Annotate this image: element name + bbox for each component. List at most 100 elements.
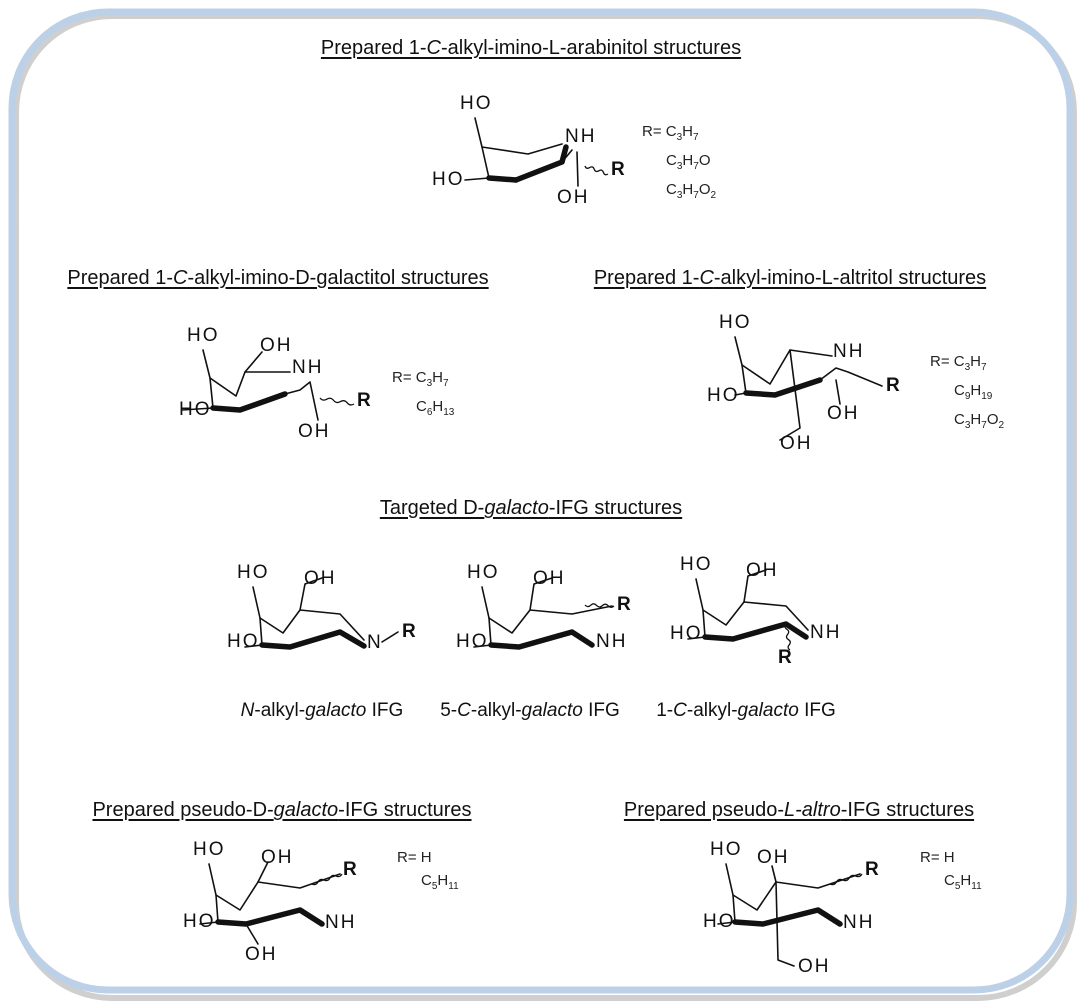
atom-ho-c5-top: HO [467,562,500,583]
atom-ho-galactitol-top: HO [187,325,220,346]
bond-alt-1 [734,336,833,385]
bond-pa-4 [732,907,843,927]
atom-oh-pa-bottom: OH [798,956,831,977]
substituent-formula: R= C3H7 [392,369,449,389]
bond-c5-1 [481,586,613,634]
wavy-c1 [784,623,791,651]
bond-arab-5 [513,144,569,183]
bond-arab-3 [576,151,579,187]
atom-ho-c1-left: HO [670,623,703,644]
caption-c5-alkyl: 5-C-alkyl-galacto IFG [440,700,620,721]
substituent-formula: C9H19 [954,382,993,402]
substituents-pseudo-galacto: R= H C5H11 [397,846,459,898]
bond-alt-4 [779,349,801,441]
atom-nh-altritol: NH [833,341,865,362]
bond-pa-5 [775,881,795,967]
substituent-formula: C6H13 [416,398,455,418]
substituent-formula: C3H7O [666,152,711,172]
atom-ho-altritol-left: HO [707,385,740,406]
atom-oh-galactitol-top: OH [260,335,293,356]
atom-nh-arabinitol: NH [565,126,597,147]
panel-border [8,8,1074,994]
heading-arabinitol: Prepared 1-C-alkyl-imino-L-arabinitol st… [320,37,742,59]
heading-altritol: Prepared 1-C-alkyl-imino-L-altritol stru… [593,267,987,289]
bond-c5-4 [488,629,595,650]
atom-r-altritol: R [886,375,900,396]
substituent-formula: R= H [920,849,955,866]
substituent-formula: C5H11 [944,872,982,892]
bond-arab-1 [474,117,563,155]
atom-r-arabinitol: R [611,159,625,180]
bond-nalk-4 [259,629,367,650]
bond-alt-3 [743,377,823,398]
heading-pseudo-galacto: Prepared pseudo-D-galacto-IFG structures [92,799,472,821]
bond-nalk-2 [299,577,323,611]
atom-oh-pa: OH [757,847,790,868]
bond-c1-2 [743,569,767,603]
atom-ho-pa-left: HO [703,911,736,932]
atom-ho-altritol-top: HO [719,312,752,333]
atom-r-c1: R [778,647,792,668]
atom-oh-c5: OH [533,568,566,589]
atom-r-nalkyl: R [402,621,416,642]
molecule-drawings [181,117,883,967]
atom-ho-nalkyl-left: HO [227,631,260,652]
atom-nh-galactitol: NH [292,357,324,378]
bond-arab-4 [486,175,519,183]
atom-ho-pg-left: HO [183,911,216,932]
atom-ho-pa-top: HO [710,839,743,860]
atom-nh-c1: NH [810,622,842,643]
atom-ho-c1-top: HO [680,554,713,575]
bond-pg-4 [215,907,325,927]
atom-ho-arabinitol-top: HO [460,93,493,114]
substituent-formula: R= C3H7 [930,353,987,373]
bond-pa-2 [771,865,777,883]
bond-gal-4 [210,391,288,413]
atom-ho-nalkyl-top: HO [237,562,270,583]
bond-gal-5 [284,381,319,421]
atom-oh-galactitol: OH [298,421,331,442]
substituents-pseudo-altro: R= H C5H11 [920,846,982,898]
atom-r-galactitol: R [357,390,371,411]
heading-targeted: Targeted D-galacto-IFG structures [379,497,683,519]
heading-galactitol: Prepared 1-C-alkyl-imino-D-galactitol st… [67,267,489,289]
atom-nh-pg: NH [325,912,357,933]
atom-r-pa: R [865,859,879,880]
bond-pg-1 [208,863,341,911]
bond-nalk-5 [381,631,399,643]
bond-pg-2 [257,861,269,883]
wavy-pa [829,873,863,886]
bond-c1-4 [702,621,809,642]
substituent-formula: R= C3H7 [642,123,699,143]
bond-pg-5 [245,923,259,945]
atom-r-pg: R [343,859,357,880]
atom-ho-galactitol-left: HO [179,399,212,420]
bond-pa-1 [725,863,861,911]
wavy-gal [319,397,355,406]
bond-c5-2 [529,577,553,611]
atom-nh-pa: NH [843,912,875,933]
bond-arab-2 [464,146,490,181]
atom-ho-arabinitol-left: HO [432,169,465,190]
atom-oh-c1: OH [746,560,779,581]
bond-arab-6 [561,149,573,163]
substituent-formula: C3H7O2 [666,181,717,201]
heading-pseudo-altro: Prepared pseudo-L-altro-IFG structures [623,799,975,821]
bond-c1-1 [695,578,809,631]
atom-ho-c5-left: HO [456,631,489,652]
substituent-formula: C5H11 [421,872,459,892]
wavy-pg [311,873,343,886]
bond-nalk-1 [252,586,365,641]
atom-oh-pg-bottom: OH [245,944,278,965]
wavy-c5 [584,603,615,609]
atom-nh-c5: NH [596,631,628,652]
atom-r-c5: R [617,594,631,615]
bond-gal-1 [202,349,263,397]
atom-oh-altritol: OH [827,403,860,424]
substituent-formula: C3H7O2 [954,411,1005,431]
atom-n-nalkyl: N [367,632,383,653]
substituent-formula: R= H [397,849,432,866]
